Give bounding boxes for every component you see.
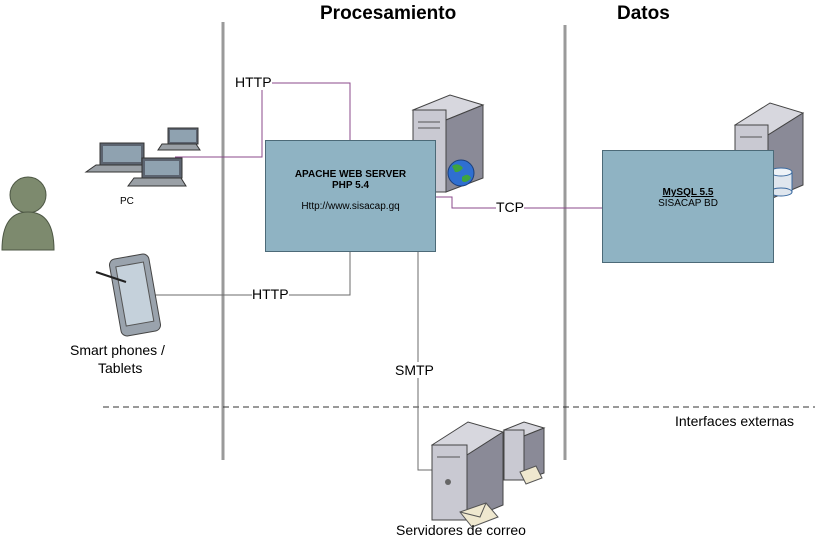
mobile-label-line1: Smart phones / [70,342,165,358]
user-icon [1,176,55,251]
tablet-icon [95,253,162,337]
column-title-procesamiento: Procesamiento [320,3,457,24]
tcp-label: TCP [496,199,524,215]
laptop-icon [127,157,187,187]
http-label-mobile: HTTP [252,286,289,302]
web-server-php: PHP 5.4 [331,180,370,191]
database-title: MySQL 5.5 [662,187,714,198]
column-title-datos: Datos [617,3,670,24]
database-subtitle: SISACAP BD [658,198,718,209]
laptop-icon [84,142,152,173]
web-server-title: APACHE WEB SERVER [294,169,407,180]
globe-icon [447,159,475,187]
envelope-icon [459,502,499,528]
mail-servers-label: Servidores de correo [396,522,526,538]
smtp-label: SMTP [395,362,434,378]
smtp-connector [417,252,432,471]
laptop-icon [157,127,201,151]
web-server-box: APACHE WEB SERVER PHP 5.4 Http://www.sis… [265,140,436,252]
tcp-connector [436,196,602,209]
pc-label: PC [120,196,134,207]
mobile-label-line2: Tablets [98,360,143,376]
http-label-pc: HTTP [235,74,272,90]
database-box: MySQL 5.5 SISACAP BD [602,150,774,263]
web-server-url: Http://www.sisacap.gq [301,201,400,212]
envelope-icon [519,465,543,485]
database-cylinder-icon [769,167,793,197]
mobile-http-connector [155,252,351,296]
mail-server-icon [502,421,546,481]
external-interfaces-label: Interfaces externas [675,413,795,429]
mail-server-icon [430,421,505,521]
